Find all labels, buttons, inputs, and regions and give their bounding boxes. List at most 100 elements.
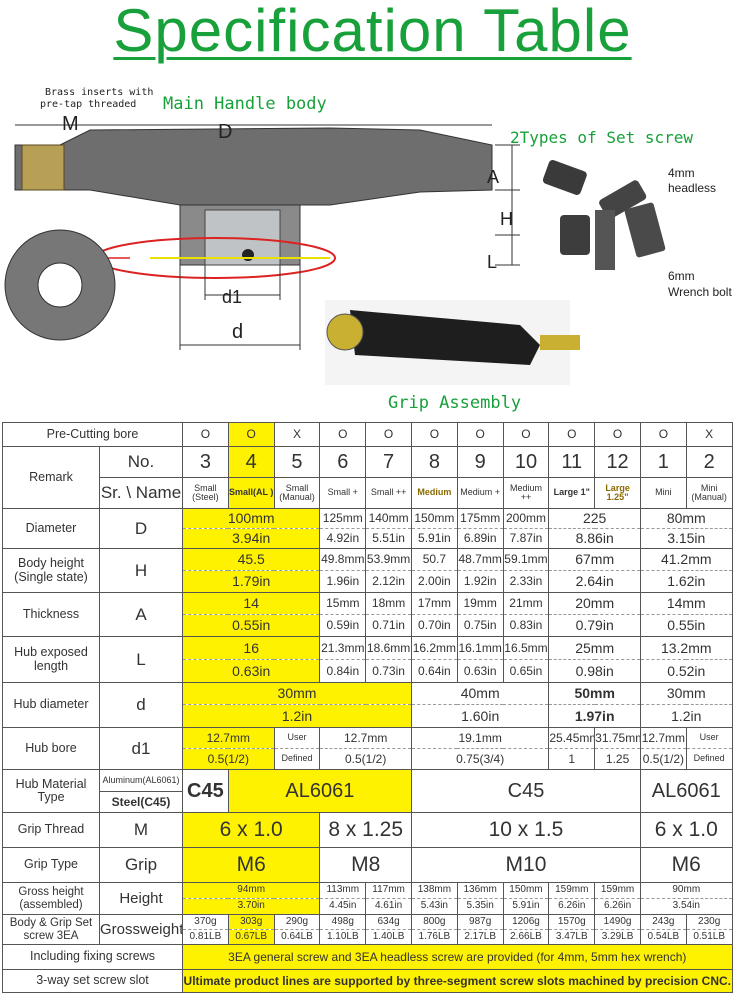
thickness-value-imperial: 0.70in	[410, 614, 458, 637]
model-name: Small ++	[365, 477, 412, 509]
precut-value: O	[319, 422, 367, 447]
body-height-value-imperial: 2.12in	[365, 570, 412, 593]
gross-height-value-imperial: 3.70in	[181, 898, 321, 915]
diameter-value-imperial: 5.91in	[410, 528, 458, 549]
brass-note-line1: Brass inserts with	[45, 87, 153, 98]
hub-bore-symbol: d1	[99, 727, 183, 770]
precut-value: O	[594, 422, 641, 447]
hub-exposed-value-metric: 21.3mm	[319, 636, 367, 660]
gross-height-value-imperial: 6.26in	[548, 898, 596, 915]
hub-exposed-value-imperial: 0.65in	[502, 659, 550, 683]
hub-material-label: Hub Material Type	[2, 769, 100, 813]
gross-weight-value-metric: 290g	[273, 914, 321, 930]
hub-diameter-value-metric: 50mm	[548, 682, 641, 705]
gross-height-symbol: Height	[99, 882, 183, 915]
diameter-value-metric: 100mm	[181, 508, 321, 529]
hub-diameter-value-imperial: 1.2in	[639, 704, 733, 728]
precut-value: O	[365, 422, 412, 447]
hub-bore-value-imperial: 0.75(3/4)	[410, 748, 550, 770]
hub-exposed-value-imperial: 0.98in	[548, 659, 641, 683]
body-height-value-imperial: 2.64in	[548, 570, 641, 593]
gross-weight-value-imperial: 2.66LB	[502, 929, 550, 945]
hub-material-symbol-aluminum: Aluminum(AL6061)	[99, 769, 183, 792]
gross-weight-value-metric: 370g	[182, 914, 229, 930]
grip-type-label: Grip Type	[2, 847, 100, 883]
gross-weight-value-imperial: 0.51LB	[685, 929, 733, 945]
model-number: 9	[456, 446, 504, 478]
wrench-label-2: Wrench bolt	[668, 285, 732, 299]
hub-diameter-label: Hub diameter	[2, 682, 100, 728]
gross-height-value-imperial: 5.91in	[502, 898, 550, 915]
precut-value: O	[410, 422, 458, 447]
hub-bore-value-imperial: 1	[548, 748, 596, 770]
hub-exposed-value-imperial: 0.52in	[639, 659, 733, 683]
diameter-value-metric: 175mm	[456, 508, 504, 529]
grip-thread-symbol: M	[99, 812, 183, 848]
hub-exposed-value-metric: 16.5mm	[502, 636, 550, 660]
hub-exposed-value-imperial: 0.73in	[365, 659, 412, 683]
hub-bore-value-metric: 31.75mm	[594, 727, 641, 749]
gross-height-value-metric: 138mm	[410, 882, 458, 899]
body-height-value-metric: 41.2mm	[639, 548, 733, 571]
gross-height-label: Gross height (assembled)	[2, 882, 100, 915]
small-d-label: d	[232, 321, 243, 343]
model-name: Mini (Manual)	[685, 477, 733, 509]
diameter-value-metric: 80mm	[639, 508, 733, 529]
gross-height-value-imperial: 5.43in	[410, 898, 458, 915]
fixing-screws-value: 3EA general screw and 3EA headless screw…	[182, 944, 733, 970]
gross-weight-value-imperial: 1.10LB	[319, 929, 367, 945]
model-number: 1	[639, 446, 687, 478]
model-number: 11	[548, 446, 596, 478]
body-height-value-metric: 59.1mm	[502, 548, 550, 571]
hub-exposed-value-metric: 13.2mm	[639, 636, 733, 660]
body-height-value-metric: 53.9mm	[365, 548, 412, 571]
thickness-value-metric: 14mm	[639, 592, 733, 615]
precut-value: X	[273, 422, 321, 447]
precut-value: O	[639, 422, 687, 447]
precut-value: O	[182, 422, 229, 447]
hub-exposed-value-metric: 25mm	[548, 636, 641, 660]
wrench-label-1: 6mm	[668, 269, 695, 283]
hub-exposed-value-metric: 18.6mm	[365, 636, 412, 660]
precut-value: O	[548, 422, 596, 447]
gross-height-value-metric: 150mm	[502, 882, 550, 899]
diameter-value-metric: 225	[548, 508, 641, 529]
hub-exposed-value-imperial: 0.63in	[181, 659, 321, 683]
thickness-value-metric: 20mm	[548, 592, 641, 615]
diameter-value-metric: 140mm	[365, 508, 412, 529]
body-height-label: Body height (Single state)	[2, 548, 100, 593]
thickness-value-metric: 21mm	[502, 592, 550, 615]
thickness-value-imperial: 0.79in	[548, 614, 641, 637]
gross-weight-value-metric: 303g	[227, 914, 275, 930]
hub-exposed-value-metric: 16.2mm	[410, 636, 458, 660]
hub-bore-value-metric: 25.45mm	[548, 727, 596, 749]
model-name: Medium +	[456, 477, 504, 509]
body-height-value-imperial: 2.33in	[502, 570, 550, 593]
screw-slot-label: 3-way set screw slot	[2, 969, 183, 993]
gross-weight-value-imperial: 1.76LB	[410, 929, 458, 945]
body-height-value-imperial: 2.00in	[410, 570, 458, 593]
gross-weight-value-imperial: 0.54LB	[639, 929, 687, 945]
no-label: No.	[99, 446, 183, 478]
hub-bore-label: Hub bore	[2, 727, 100, 770]
hub-exposed-value-metric: 16.1mm	[456, 636, 504, 660]
headless-label-1: 4mm	[668, 166, 695, 180]
hub-bore-value-metric: 12.7mm	[639, 727, 687, 749]
gross-height-value-metric: 159mm	[594, 882, 641, 899]
hub-bore-value-metric: User	[685, 727, 733, 749]
hub-exposed-value-imperial: 0.64in	[410, 659, 458, 683]
page-title: Specification Table	[113, 0, 632, 64]
model-number: 2	[685, 446, 733, 478]
body-height-value-metric: 49.8mm	[319, 548, 367, 571]
diameter-value-imperial: 8.86in	[548, 528, 641, 549]
thickness-value-imperial: 0.55in	[639, 614, 733, 637]
gross-height-value-metric: 94mm	[181, 882, 321, 899]
model-name: Large 1"	[548, 477, 596, 509]
model-name: Large 1.25"	[594, 477, 641, 509]
grip-thread-value: 10 x 1.5	[410, 812, 641, 848]
diameter-value-imperial: 3.94in	[181, 528, 321, 549]
gross-weight-value-metric: 634g	[365, 914, 412, 930]
